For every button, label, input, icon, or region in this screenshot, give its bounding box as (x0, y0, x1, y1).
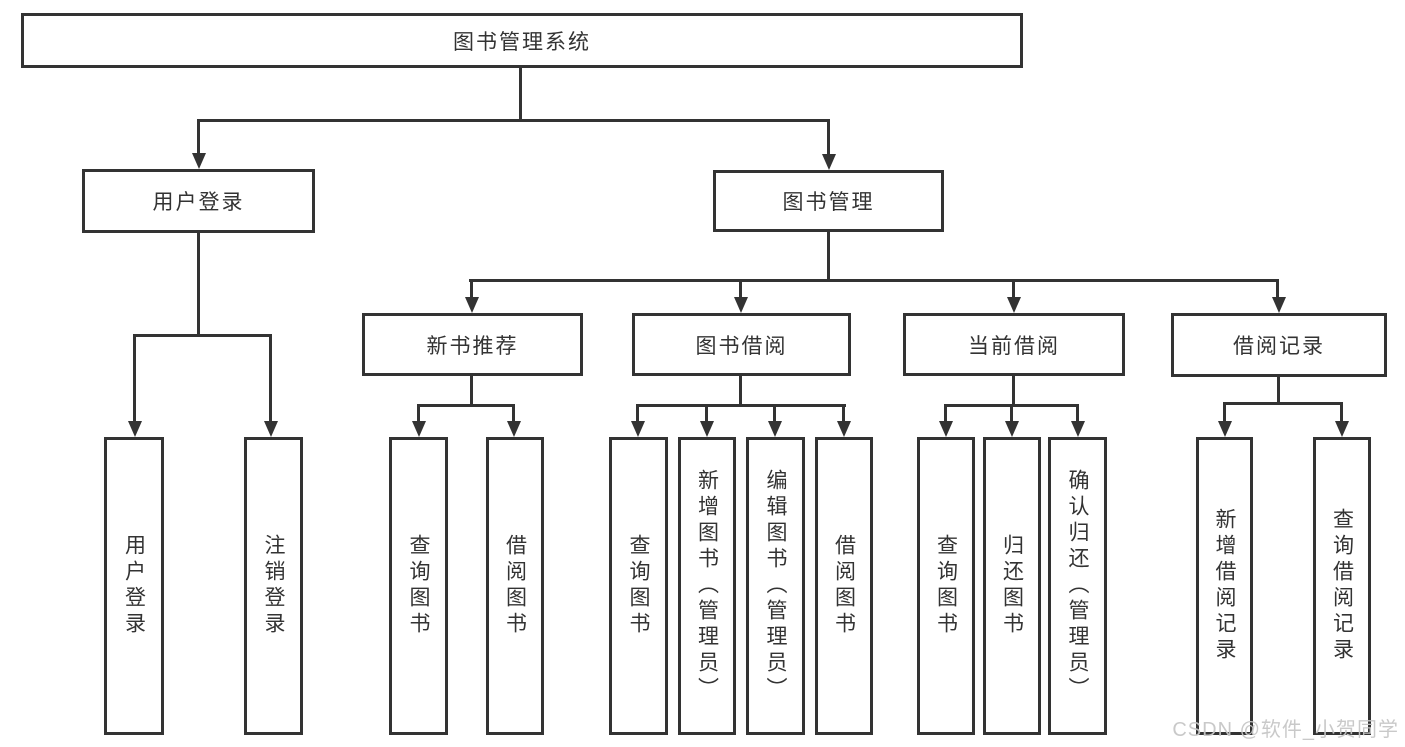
connector-line (1010, 404, 1013, 423)
arrowhead-down-icon (1272, 297, 1286, 313)
leaf-label: 查询图书 (627, 534, 650, 638)
leaf-label: 用户登录 (122, 534, 146, 638)
leaf-label: 新增借阅记录 (1213, 508, 1236, 664)
connector-line (133, 334, 272, 337)
arrowhead-down-icon (939, 421, 953, 437)
connector-line (470, 279, 473, 299)
connector-line (197, 119, 200, 157)
node-book-borrowing: 图书借阅 (632, 313, 851, 376)
arrowhead-down-icon (734, 297, 748, 313)
leaf-label: 查询图书 (934, 534, 958, 638)
leaf-label: 借阅图书 (503, 534, 527, 638)
node-label: 用户登录 (152, 191, 245, 214)
arrowhead-down-icon (1005, 421, 1019, 437)
connector-line (1340, 402, 1343, 423)
connector-line (827, 232, 830, 281)
leaf-query-books: 查询图书 (917, 437, 975, 735)
connector-line (1277, 377, 1280, 404)
arrowhead-down-icon (631, 421, 645, 437)
arrowhead-down-icon (1007, 297, 1021, 313)
connector-line (773, 404, 776, 423)
leaf-label: 查询借阅记录 (1330, 508, 1354, 664)
leaf-confirm-return-admin: 确认归还（管理员） (1048, 437, 1107, 735)
arrowhead-down-icon (837, 421, 851, 437)
node-label: 图书管理 (782, 191, 875, 214)
leaf-label: 归还图书 (1000, 534, 1024, 638)
connector-line (1276, 279, 1279, 299)
node-borrowing-records: 借阅记录 (1171, 313, 1387, 377)
connector-line (470, 376, 473, 406)
leaf-label: 查询图书 (407, 534, 430, 638)
arrowhead-down-icon (700, 421, 714, 437)
arrowhead-down-icon (768, 421, 782, 437)
arrowhead-down-icon (128, 421, 142, 437)
connector-line (1223, 402, 1226, 423)
connector-line (705, 404, 708, 423)
connector-line (944, 404, 947, 423)
node-label: 图书管理系统 (453, 30, 591, 54)
leaf-borrow-books: 借阅图书 (815, 437, 873, 735)
leaf-add-borrow-record: 新增借阅记录 (1196, 437, 1253, 735)
node-label: 图书借阅 (695, 334, 788, 358)
connector-line (198, 119, 830, 122)
leaf-label: 新增图书（管理员） (695, 469, 719, 703)
connector-line (269, 334, 272, 423)
connector-line (636, 404, 846, 407)
leaf-label: 注销登录 (262, 534, 285, 638)
leaf-label: 确认归还（管理员） (1066, 469, 1089, 703)
connector-line (469, 279, 1279, 282)
csdn-watermark: CSDN @软件_小贺同学 (1172, 719, 1399, 741)
leaf-user-login: 用户登录 (104, 437, 164, 735)
arrowhead-down-icon (192, 153, 206, 169)
connector-line (739, 279, 742, 299)
connector-line (1223, 402, 1343, 405)
arrowhead-down-icon (1218, 421, 1232, 437)
leaf-query-books: 查询图书 (609, 437, 668, 735)
leaf-query-books: 查询图书 (389, 437, 448, 735)
node-label: 新书推荐 (426, 334, 519, 358)
leaf-logout: 注销登录 (244, 437, 303, 735)
node-book-management-system: 图书管理系统 (21, 13, 1023, 68)
leaf-borrow-books: 借阅图书 (486, 437, 544, 735)
connector-line (519, 66, 522, 120)
leaf-return-books: 归还图书 (983, 437, 1041, 735)
connector-line (133, 334, 136, 423)
arrowhead-down-icon (465, 297, 479, 313)
connector-line (739, 376, 742, 406)
connector-line (1012, 279, 1015, 299)
node-label: 当前借阅 (968, 334, 1060, 358)
leaf-query-borrow-record: 查询借阅记录 (1313, 437, 1371, 735)
connector-line (636, 404, 639, 423)
node-label: 借阅记录 (1233, 335, 1325, 358)
leaf-edit-books-admin: 编辑图书（管理员） (746, 437, 805, 735)
node-current-borrowing: 当前借阅 (903, 313, 1125, 376)
node-user-login: 用户登录 (82, 169, 315, 233)
leaf-label: 编辑图书（管理员） (764, 469, 787, 703)
leaf-add-books-admin: 新增图书（管理员） (678, 437, 736, 735)
connector-line (842, 404, 845, 423)
connector-line (827, 119, 830, 158)
arrowhead-down-icon (1335, 421, 1349, 437)
arrowhead-down-icon (412, 421, 426, 437)
connector-line (197, 233, 200, 336)
connector-line (1076, 404, 1079, 423)
connector-line (1012, 376, 1015, 406)
arrowhead-down-icon (822, 154, 836, 170)
connector-line (417, 404, 420, 423)
leaf-label: 借阅图书 (832, 534, 856, 638)
arrowhead-down-icon (1071, 421, 1085, 437)
arrowhead-down-icon (264, 421, 278, 437)
arrowhead-down-icon (507, 421, 521, 437)
connector-line (512, 404, 515, 423)
node-new-book-recommendation: 新书推荐 (362, 313, 583, 376)
node-book-management: 图书管理 (713, 170, 944, 232)
connector-line (417, 404, 515, 407)
